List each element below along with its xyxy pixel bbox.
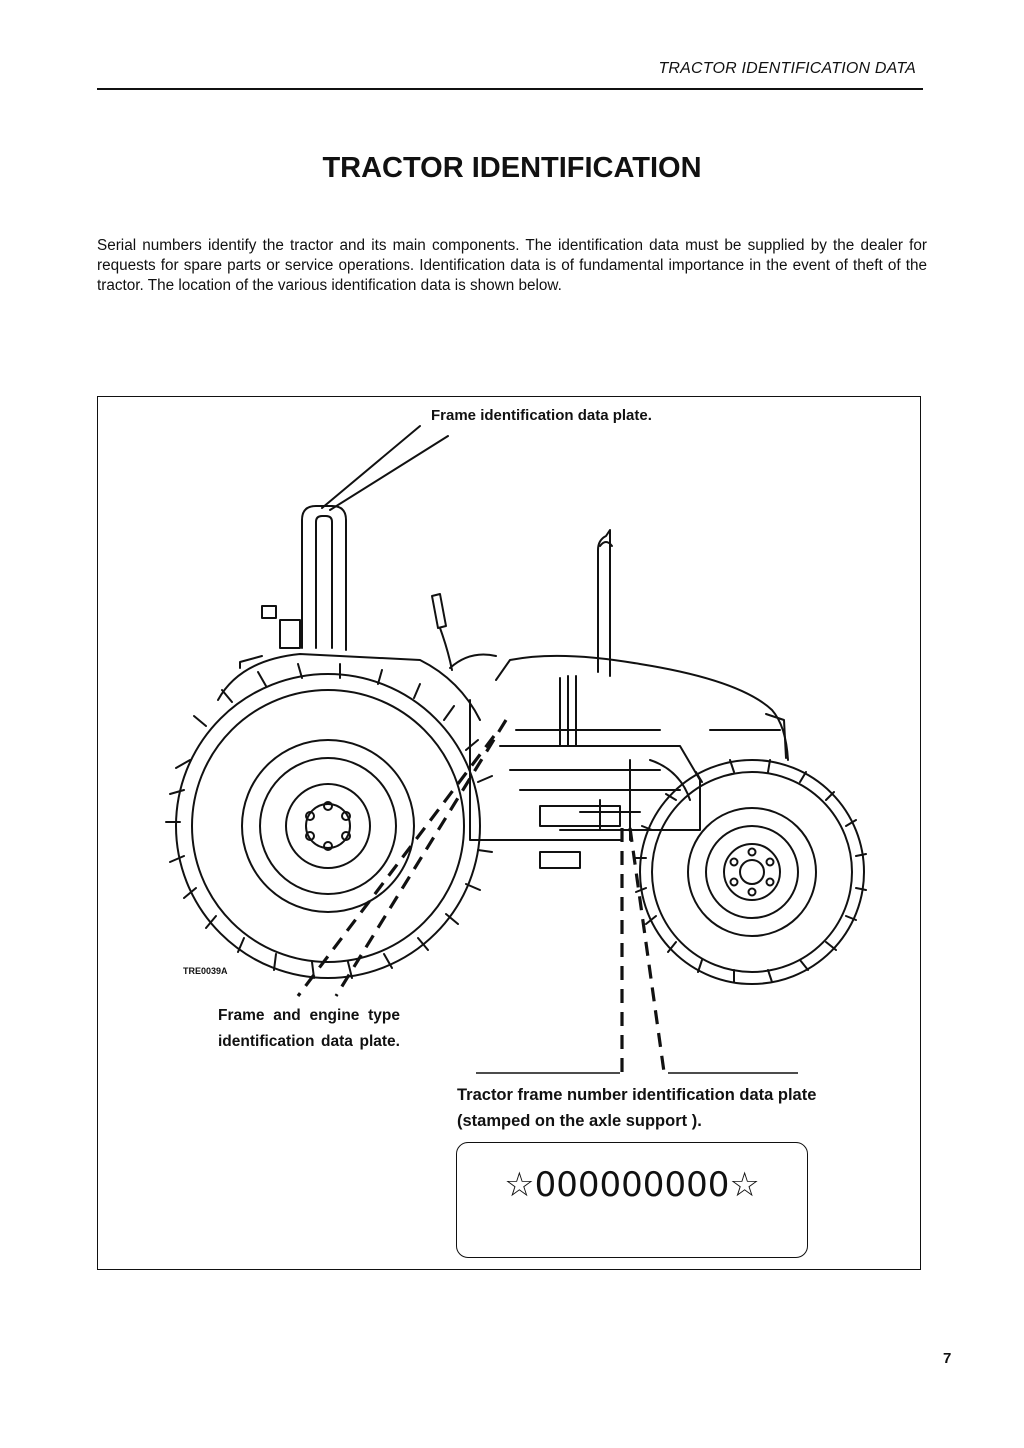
serial-plate	[456, 1142, 808, 1258]
hood	[495, 654, 789, 761]
intro-paragraph: Serial numbers identify the tractor and …	[97, 237, 927, 294]
rear-wheel	[165, 663, 493, 979]
leader-line-top-1	[321, 425, 421, 509]
image-code: TRE0039A	[183, 966, 228, 976]
leader-line-top-2	[329, 435, 449, 511]
running-head: TRACTOR IDENTIFICATION DATA	[658, 60, 916, 77]
page-title: TRACTOR IDENTIFICATION	[322, 152, 702, 184]
leader-dashed-1	[296, 735, 496, 997]
rear-fender	[217, 653, 481, 721]
label-frame-data-plate: Frame identification data plate.	[431, 407, 652, 424]
leader-dashed-2	[334, 719, 508, 997]
leader-dashed-4	[628, 827, 666, 1073]
header-rule	[97, 88, 923, 90]
label-axle-data-plate: Tractor frame number identification data…	[457, 1086, 817, 1130]
page-number: 7	[943, 1350, 952, 1367]
exhaust-stack	[597, 529, 611, 677]
label-engine-data-plate: Frame and engine type identification dat…	[218, 1007, 400, 1050]
figure-frame	[97, 396, 921, 1270]
serial-plate-number: ☆000000000☆	[504, 1165, 760, 1205]
rops-bar	[301, 505, 347, 651]
front-wheel	[635, 759, 867, 985]
